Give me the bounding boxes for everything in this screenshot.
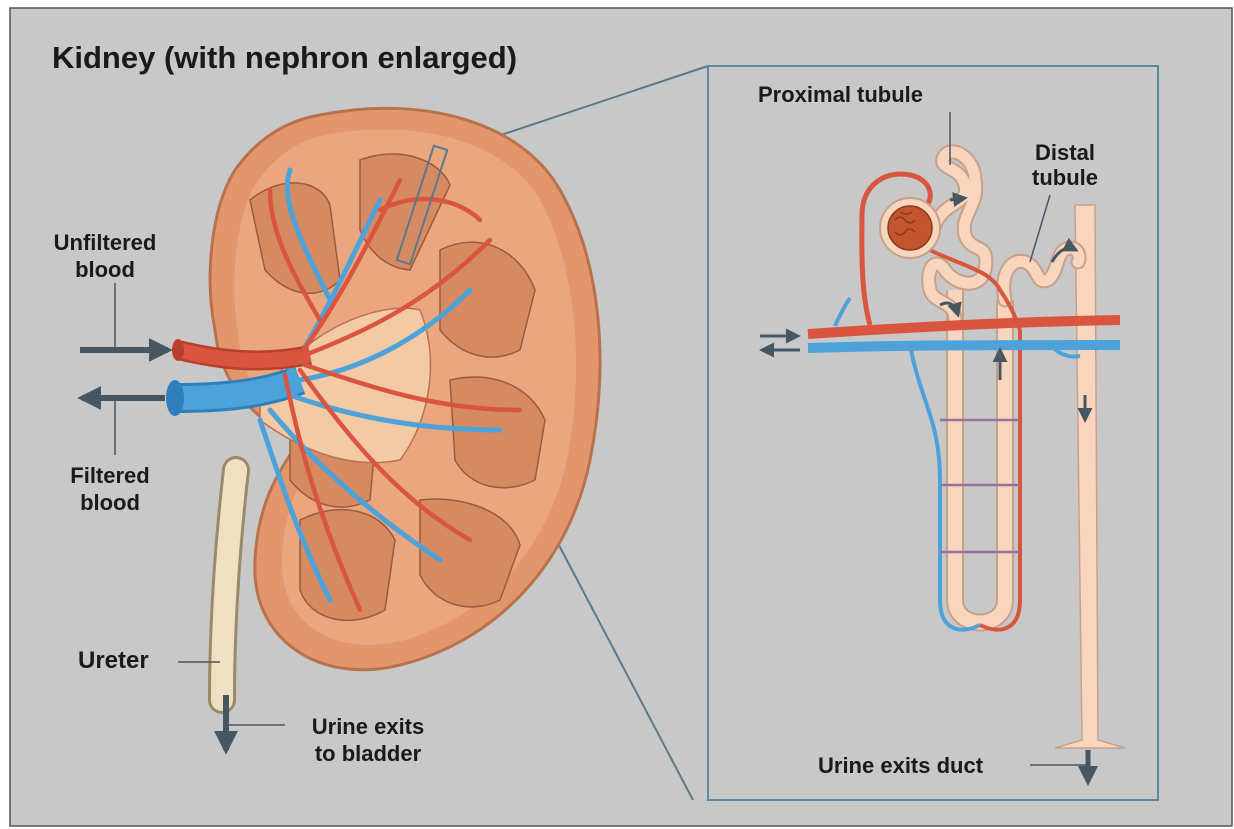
proximal-tubule-label: Proximal tubule — [758, 82, 923, 108]
page-title: Kidney (with nephron enlarged) — [52, 40, 517, 76]
distal-line1: Distal — [1020, 140, 1110, 165]
urine-bladder-line2: to bladder — [288, 740, 448, 767]
background-panel — [10, 8, 1232, 826]
nephron-vein — [808, 345, 1120, 348]
filtered-line2: blood — [45, 489, 175, 516]
unfiltered-blood-label: Unfiltered blood — [40, 229, 170, 283]
ureter-label: Ureter — [78, 647, 149, 675]
distal-line2: tubule — [1020, 165, 1110, 190]
unfiltered-line2: blood — [40, 256, 170, 283]
urine-exits-duct-label: Urine exits duct — [818, 753, 983, 779]
unfiltered-line1: Unfiltered — [40, 229, 170, 256]
distal-tubule-label: Distal tubule — [1020, 140, 1110, 190]
filtered-blood-label: Filtered blood — [45, 462, 175, 516]
urine-bladder-line1: Urine exits — [288, 713, 448, 740]
urine-to-bladder-label: Urine exits to bladder — [288, 713, 448, 767]
filtered-line1: Filtered — [45, 462, 175, 489]
